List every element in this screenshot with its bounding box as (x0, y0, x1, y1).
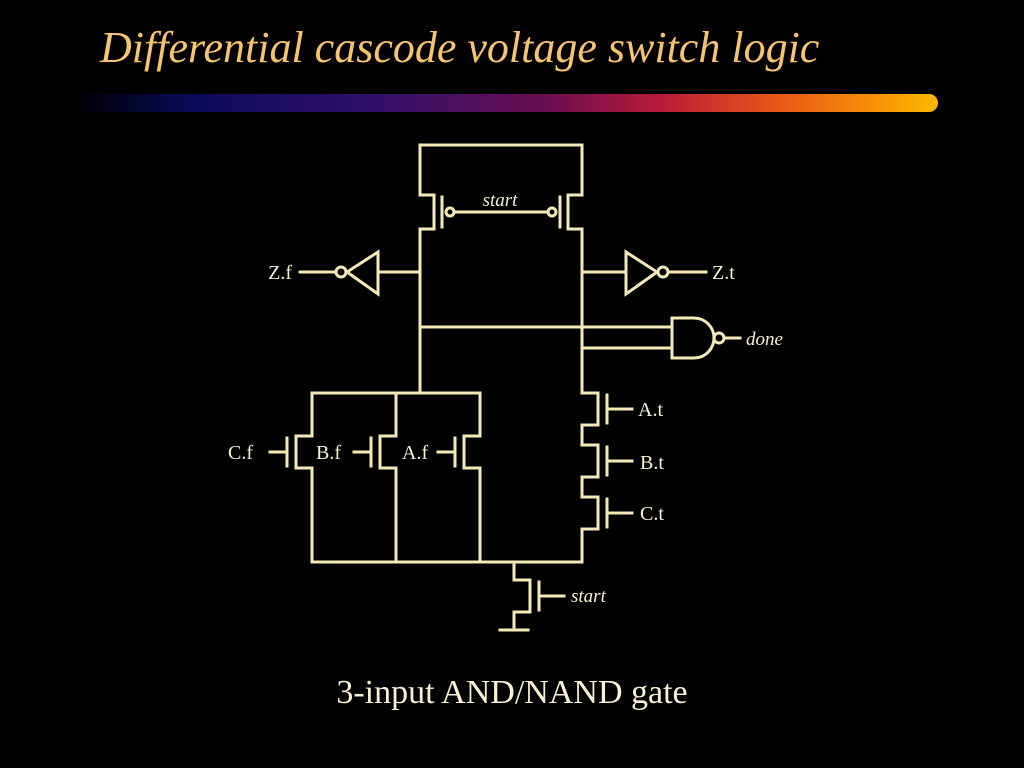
inverter-false (298, 249, 422, 297)
input-b-true-label: B.t (640, 452, 664, 474)
input-b-false-label: B.f (316, 442, 341, 464)
input-c-false-label: C.f (228, 442, 253, 464)
input-a-true-label: A.t (638, 399, 663, 421)
footer-start-label: start (571, 586, 607, 607)
nmos-a-false (436, 434, 482, 470)
output-false-label: Z.f (268, 262, 292, 284)
nmos-b-false (352, 434, 398, 470)
slide-title: Differential cascode voltage switch logi… (100, 23, 820, 72)
inverter-true (580, 249, 708, 297)
done-label: done (746, 329, 783, 350)
input-a-false-label: A.f (402, 442, 428, 464)
nmos-b-true (580, 443, 634, 479)
precharge-start-label: start (483, 190, 519, 211)
nmos-c-false (268, 434, 314, 470)
output-true-label: Z.t (712, 262, 735, 284)
done-nand-gate (418, 316, 742, 360)
footer-nmos (498, 560, 566, 632)
nmos-c-true (580, 495, 634, 531)
right-precharge-pmos (546, 193, 584, 231)
nmos-a-true (580, 391, 634, 427)
input-c-true-label: C.t (640, 503, 664, 525)
left-precharge-pmos (418, 193, 456, 231)
slide-caption: 3-input AND/NAND gate (336, 674, 688, 711)
title-gradient-bar (70, 94, 938, 112)
wires (268, 143, 742, 632)
